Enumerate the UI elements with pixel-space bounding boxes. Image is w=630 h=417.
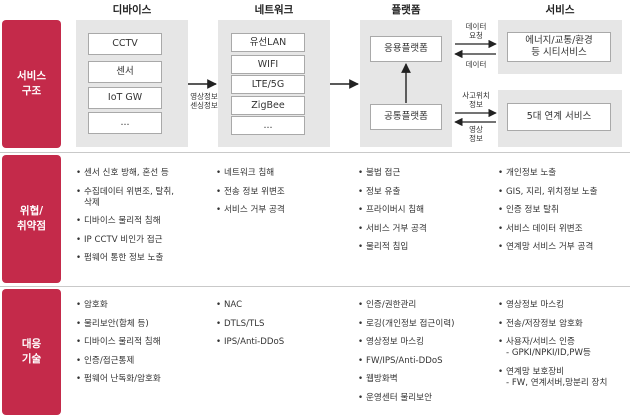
platform-countermeasure-list: 인증/권한관리 로깅(개인정보 접근이력) 영상정보 마스킹 FW/IPS/An… [358,300,494,411]
flow-label-video-sensing: 영상정보 센싱정보 [190,92,218,110]
flow-label-data: 데이터 [465,60,487,69]
list-item: 전송/저장정보 암호화 [498,319,630,330]
list-item: 웹방화벽 [358,374,494,385]
list-item: 연계망 보호장비 - FW, 연계서버,망분리 장치 [498,367,630,389]
list-item: 정보 유출 [358,187,494,198]
row-label-threats: 위협/ 취약점 [2,155,61,283]
list-item: 네트워크 침해 [216,168,354,179]
list-item: 인증 정보 탈취 [498,205,630,216]
list-item: 암호화 [76,300,216,311]
list-item: 개인정보 노출 [498,168,630,179]
network-box-lte: LTE/5G [231,75,305,94]
list-item: IP CCTV 비인가 접근 [76,235,216,246]
network-box-zigbee: ZigBee [231,96,305,115]
list-item: DTLS/TLS [216,319,354,330]
device-box-more: ... [88,112,162,134]
list-item: 로깅(개인정보 접근이력) [358,319,494,330]
column-header-platform: 플랫폼 [391,4,421,16]
row-label-countermeasures: 대응 기술 [2,289,61,415]
common-platform-box: 공통플랫폼 [370,104,442,130]
flow-label-incident-location: 사고위치 정보 [462,91,490,109]
list-item: 영상정보 마스킹 [358,337,494,348]
list-item: 사용자/서비스 인증 - GPKI/NPKI/ID,PW등 [498,337,630,359]
list-item: 서비스 데이터 위변조 [498,224,630,235]
flow-label-video-info: 영상 정보 [469,125,483,143]
network-threat-list: 네트워크 침해 전송 정보 위변조 서비스 거부 공격 [216,168,354,224]
list-item: 물리보안(함체 등) [76,319,216,330]
list-item: 인증/권한관리 [358,300,494,311]
device-box-cctv: CCTV [88,33,162,55]
linked-service-box: 5대 연계 서비스 [507,103,611,131]
row-divider [0,152,630,153]
device-box-sensor: 센서 [88,61,162,83]
list-item: IPS/Anti-DDoS [216,337,354,348]
row-divider [0,286,630,287]
network-countermeasure-list: NAC DTLS/TLS IPS/Anti-DDoS [216,300,354,356]
list-item: 서비스 거부 공격 [358,224,494,235]
platform-threat-list: 불법 접근 정보 유출 프라이버시 침해 서비스 거부 공격 물리적 침입 [358,168,494,261]
network-box-lan: 유선LAN [231,33,305,52]
list-item: 펌웨어 난독화/암호화 [76,374,216,385]
service-threat-list: 개인정보 노출 GIS, 지리, 위치정보 노출 인증 정보 탈취 서비스 데이… [498,168,630,261]
list-item: 센서 신호 방해, 혼선 등 [76,168,216,179]
list-item: 서비스 거부 공격 [216,205,354,216]
list-item: 운영센터 물리보안 [358,393,494,404]
network-box-more: ... [231,116,305,135]
service-countermeasure-list: 영상정보 마스킹 전송/저장정보 암호화 사용자/서비스 인증 - GPKI/N… [498,300,630,396]
list-item: 연계망 서비스 거부 공격 [498,242,630,253]
list-item: 불법 접근 [358,168,494,179]
device-countermeasure-list: 암호화 물리보안(함체 등) 디바이스 물리적 침해 인증/접근통제 펌웨어 난… [76,300,216,393]
list-item: 수집데이터 위변조, 탈취, 삭제 [76,187,216,209]
application-platform-box: 응용플랫폼 [370,36,442,62]
device-box-iot-gw: IoT GW [88,87,162,109]
column-header-network: 네트워크 [254,4,294,16]
list-item: 영상정보 마스킹 [498,300,630,311]
list-item: 펌웨어 통한 정보 노출 [76,253,216,264]
list-item: NAC [216,300,354,311]
city-service-box: 에너지/교통/환경 등 시티서비스 [507,32,611,62]
list-item: 인증/접근통제 [76,356,216,367]
list-item: FW/IPS/Anti-DDoS [358,356,494,367]
list-item: GIS, 지리, 위치정보 노출 [498,187,630,198]
list-item: 디바이스 물리적 침해 [76,216,216,227]
list-item: 프라이버시 침해 [358,205,494,216]
network-box-wifi: WIFI [231,55,305,74]
device-threat-list: 센서 신호 방해, 혼선 등 수집데이터 위변조, 탈취, 삭제 디바이스 물리… [76,168,216,272]
list-item: 전송 정보 위변조 [216,187,354,198]
row-label-service-structure: 서비스 구조 [2,20,61,148]
flow-label-data-request: 데이터 요청 [465,22,487,40]
list-item: 디바이스 물리적 침해 [76,337,216,348]
list-item: 물리적 침입 [358,242,494,253]
column-header-device: 디바이스 [112,4,152,16]
column-header-service: 서비스 [545,4,575,16]
